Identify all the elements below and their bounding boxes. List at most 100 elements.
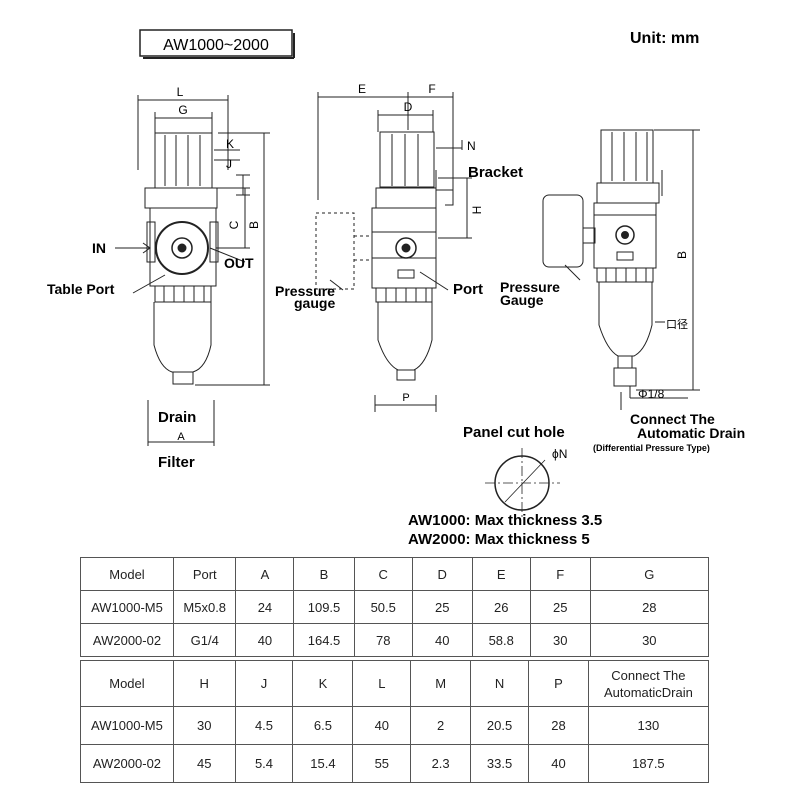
table-row: AW2000-02 45 5.4 15.4 55 2.3 33.5 40 187… bbox=[80, 744, 710, 783]
table-cell: 40 bbox=[235, 623, 295, 657]
filter-caption: Filter bbox=[158, 454, 195, 471]
table-header-cell: J bbox=[234, 660, 294, 707]
pressure-gauge-label-1: Pressure bbox=[275, 283, 335, 299]
panel-cut-hole-circle bbox=[485, 448, 560, 518]
table-header-cell: Port bbox=[172, 557, 237, 591]
drain-label: Drain bbox=[158, 409, 196, 426]
dim-K: K bbox=[226, 137, 234, 151]
dim-E: E bbox=[358, 82, 366, 96]
table-cell: 58.8 bbox=[471, 623, 531, 657]
table-cell: 2 bbox=[410, 706, 472, 745]
dim-B-filter: B bbox=[247, 221, 261, 229]
regulator-side-view bbox=[315, 92, 472, 412]
table-header-cell: B bbox=[293, 557, 355, 591]
table-cell: 15.4 bbox=[292, 744, 354, 783]
dim-A: A bbox=[177, 431, 185, 443]
dim-H: H bbox=[470, 206, 484, 215]
table-header-cell: Model bbox=[80, 557, 174, 591]
technical-drawing: AW1000~2000 Unit: mm bbox=[47, 29, 745, 548]
table-header-cell-drain: Connect The AutomaticDrain bbox=[587, 660, 710, 707]
table-cell: AW1000-M5 bbox=[80, 706, 174, 745]
dim-C: C bbox=[227, 220, 241, 229]
in-label: IN bbox=[92, 240, 106, 256]
spec-table-2: Model H J K L M N P Connect The Automati… bbox=[80, 660, 710, 783]
table-header-row: Model Port A B C D E F G bbox=[80, 557, 710, 591]
table-header-cell: Model bbox=[80, 660, 174, 707]
table-cell: 40 bbox=[352, 706, 412, 745]
connect-label-2: Automatic Drain bbox=[637, 425, 745, 441]
table-cell: 5.4 bbox=[234, 744, 294, 783]
table-cell: G1/4 bbox=[172, 623, 237, 657]
table-cell: 25 bbox=[411, 590, 473, 624]
dim-F: F bbox=[428, 82, 435, 96]
table-cell: AW2000-02 bbox=[80, 744, 174, 783]
automatic-drain-view bbox=[542, 129, 700, 410]
dim-N-side: N bbox=[467, 139, 476, 153]
table-header-cell: F bbox=[529, 557, 591, 591]
phi-n-label: ϕN bbox=[552, 447, 567, 461]
table-header-cell: P bbox=[528, 660, 589, 707]
dim-B-right: B bbox=[675, 251, 689, 259]
table-cell: 40 bbox=[411, 623, 473, 657]
table-port-label: Table Port bbox=[47, 281, 115, 297]
table-cell: 30 bbox=[589, 623, 710, 657]
table-cell: 109.5 bbox=[293, 590, 355, 624]
table-cell: 25 bbox=[529, 590, 591, 624]
table-header-cell: H bbox=[172, 660, 236, 707]
table-cell: 4.5 bbox=[234, 706, 294, 745]
dim-D: D bbox=[404, 100, 413, 114]
table-cell: 2.3 bbox=[410, 744, 472, 783]
connect-label-1: Connect The bbox=[630, 411, 715, 427]
table-header-cell: D bbox=[411, 557, 473, 591]
dim-L: L bbox=[177, 85, 184, 99]
table-cell: 50.5 bbox=[353, 590, 413, 624]
table-cell: 78 bbox=[353, 623, 413, 657]
title-text: AW1000~2000 bbox=[163, 37, 269, 54]
table-cell: 164.5 bbox=[293, 623, 355, 657]
table-cell: 28 bbox=[589, 590, 710, 624]
aw2000-thickness: AW2000: Max thickness 5 bbox=[408, 531, 590, 548]
dim-P: P bbox=[402, 392, 409, 404]
pressure-gauge-right-2: Gauge bbox=[500, 292, 544, 308]
spec-table-1: Model Port A B C D E F G AW1000-M5 M5x0.… bbox=[80, 557, 710, 657]
table-cell: 20.5 bbox=[470, 706, 530, 745]
filter-front-view bbox=[115, 95, 270, 446]
panel-title: Panel cut hole bbox=[463, 424, 565, 441]
unit-label: Unit: mm bbox=[630, 30, 699, 47]
table-cell: 130 bbox=[587, 706, 710, 745]
table-header-cell: K bbox=[292, 660, 354, 707]
title-box: AW1000~2000 bbox=[139, 29, 295, 59]
table-header-cell: N bbox=[470, 660, 530, 707]
table-header-cell: G bbox=[589, 557, 710, 591]
table-header-cell: L bbox=[352, 660, 412, 707]
dim-G: G bbox=[178, 103, 187, 117]
port-label: Port bbox=[453, 281, 483, 298]
aw1000-thickness: AW1000: Max thickness 3.5 bbox=[408, 512, 602, 529]
table-cell: 6.5 bbox=[292, 706, 354, 745]
table-header-row: Model H J K L M N P Connect The Automati… bbox=[80, 660, 710, 707]
table-header-cell: E bbox=[471, 557, 531, 591]
pressure-gauge-label-2: gauge bbox=[294, 295, 335, 311]
table-cell: 187.5 bbox=[587, 744, 710, 783]
table-row: AW1000-M5 30 4.5 6.5 40 2 20.5 28 130 bbox=[80, 706, 710, 745]
table-cell: AW1000-M5 bbox=[80, 590, 174, 624]
table-cell: 33.5 bbox=[470, 744, 530, 783]
pressure-gauge-right-1: Pressure bbox=[500, 279, 560, 295]
dim-J: J bbox=[226, 157, 232, 171]
table-cell: 40 bbox=[528, 744, 589, 783]
table-row: AW2000-02 G1/4 40 164.5 78 40 58.8 30 30 bbox=[80, 623, 710, 657]
header-line-1: Connect The bbox=[611, 667, 686, 683]
header-line-2: AutomaticDrain bbox=[603, 684, 693, 700]
port-diameter-label: 口径 bbox=[666, 318, 688, 331]
table-row: AW1000-M5 M5x0.8 24 109.5 50.5 25 26 25 … bbox=[80, 590, 710, 624]
out-label: OUT bbox=[224, 255, 254, 271]
table-cell: 45 bbox=[172, 744, 236, 783]
table-header-cell: M bbox=[410, 660, 472, 707]
table-cell: 26 bbox=[471, 590, 531, 624]
table-header-cell: A bbox=[235, 557, 295, 591]
table-header-cell: C bbox=[353, 557, 413, 591]
table-cell: 30 bbox=[529, 623, 591, 657]
table-cell: AW2000-02 bbox=[80, 623, 174, 657]
table-cell: 30 bbox=[172, 706, 236, 745]
table-cell: 55 bbox=[352, 744, 412, 783]
